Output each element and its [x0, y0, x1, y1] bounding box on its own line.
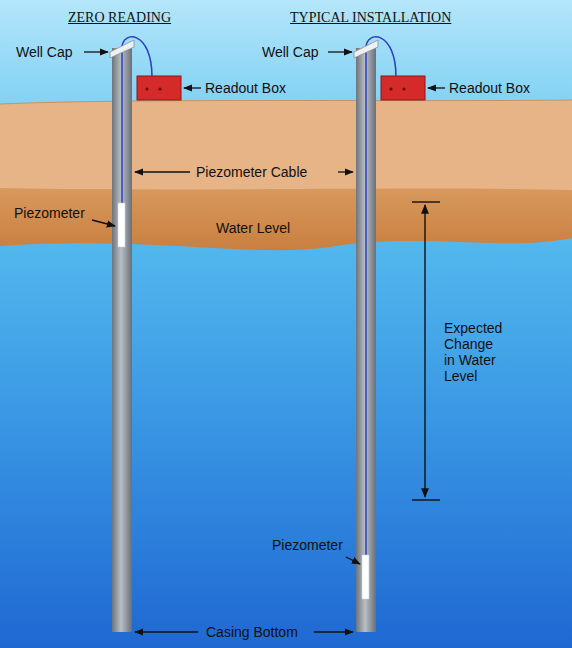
leader-arrow — [314, 631, 353, 632]
panel-heading: TYPICAL INSTALLATION — [290, 10, 451, 26]
readout-terminal — [403, 88, 406, 91]
readout-box — [381, 76, 425, 100]
piezometer-cable — [121, 50, 123, 204]
part-label: Water Level — [216, 220, 290, 236]
readout-terminal — [146, 88, 149, 91]
piezometer-cable — [122, 37, 152, 77]
bracket-line — [424, 205, 425, 497]
ground-surface — [0, 100, 572, 104]
part-label: Readout Box — [449, 80, 530, 96]
surface-soil — [0, 100, 572, 190]
leader-arrow — [428, 87, 445, 88]
range-bracket — [412, 202, 440, 500]
part-label: Well Cap — [262, 44, 319, 60]
piezometer-sensor — [362, 555, 369, 599]
part-label: Well Cap — [16, 44, 73, 60]
readout-terminal — [390, 88, 393, 91]
sky — [0, 0, 572, 110]
piezometer-sensor — [118, 203, 125, 247]
piezometer-cable — [366, 37, 396, 77]
panel-heading: ZERO READING — [68, 10, 171, 26]
leader-arrow — [184, 87, 201, 88]
part-label: Piezometer Cable — [196, 164, 307, 180]
leader-arrow — [346, 557, 360, 564]
leader-arrow — [338, 171, 353, 172]
bracket-tick — [412, 499, 440, 500]
well-casing — [112, 48, 132, 632]
soil-band — [0, 186, 572, 250]
well-casing — [356, 48, 376, 632]
readout-box — [137, 76, 181, 100]
leader-arrow — [135, 171, 190, 172]
readout-terminal — [159, 88, 162, 91]
part-label: Piezometer — [272, 537, 343, 553]
range-label: Expected Change in Water Level — [444, 320, 506, 384]
groundwater — [0, 180, 572, 648]
well-cap — [110, 40, 134, 58]
part-label: Casing Bottom — [206, 624, 298, 640]
leader-arrow — [84, 51, 108, 52]
well-cap — [354, 40, 378, 58]
piezometer-cable — [365, 50, 367, 556]
part-label: Readout Box — [205, 80, 286, 96]
leader-arrow — [328, 51, 352, 52]
bracket-tick — [412, 201, 440, 202]
leader-arrow — [135, 631, 198, 632]
part-label: Piezometer — [14, 205, 85, 221]
leader-arrow — [92, 220, 115, 226]
